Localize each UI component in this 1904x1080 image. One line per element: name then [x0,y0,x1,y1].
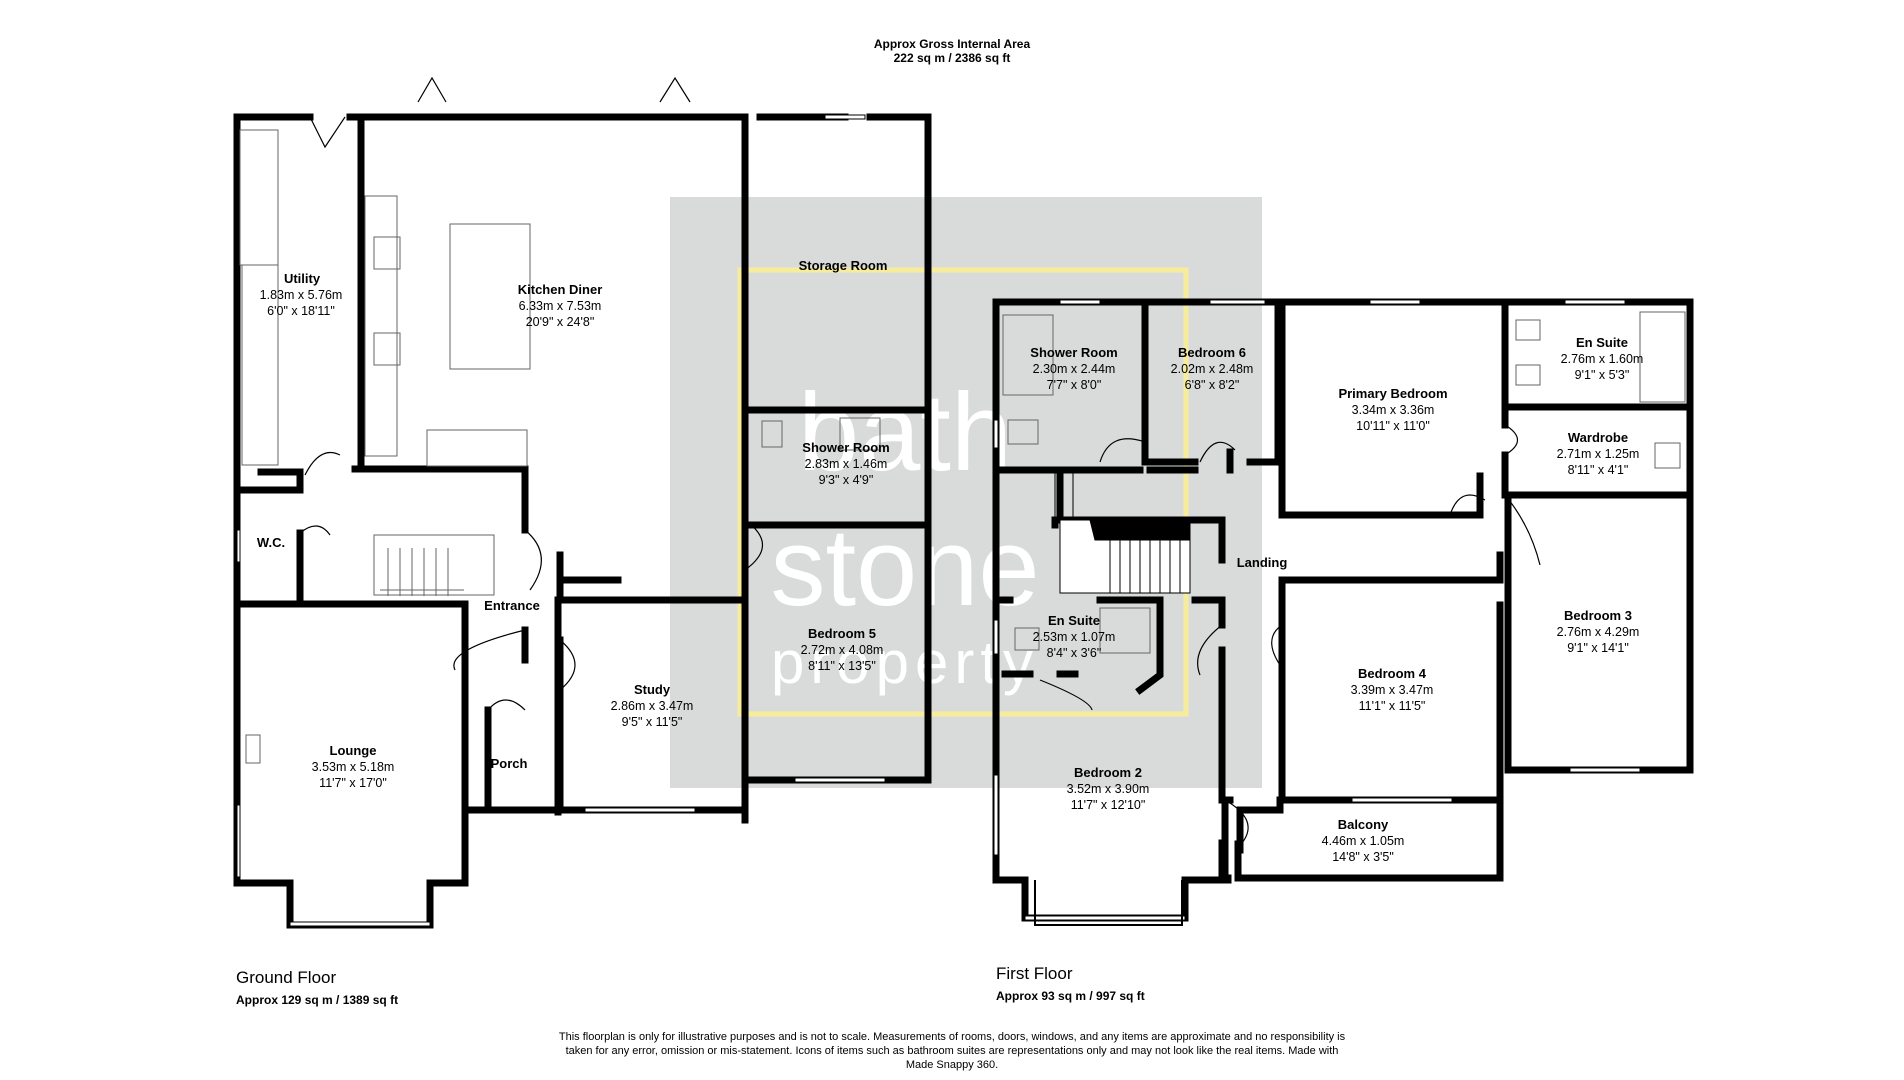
room-utility: Utility 1.83m x 5.76m 6'0" x 18'11" [260,271,343,318]
first-floor-labels: Shower Room 2.30m x 2.44m 7'7" x 8'0" Be… [1030,335,1643,864]
room-bedroom6-dim-imperial: 6'8" x 8'2" [1185,378,1240,392]
room-ensuite2-dim-imperial: 8'4" x 3'6" [1047,646,1102,660]
ground-floor-doors [299,76,763,711]
room-bedroom-4: Bedroom 4 3.39m x 3.47m 11'1" x 11'5" [1351,666,1434,713]
room-shower-first: Shower Room 2.30m x 2.44m 7'7" x 8'0" [1030,345,1117,392]
room-bedroom-5: Bedroom 5 2.72m x 4.08m 8'11" x 13'5" [801,626,884,673]
room-bedroom3-name: Bedroom 3 [1564,608,1632,623]
room-entrance-name: Entrance [484,598,540,613]
room-utility-name: Utility [284,271,321,286]
ground-floor-area: Approx 129 sq m / 1389 sq ft [236,993,399,1007]
bay-windows [1034,880,1183,926]
room-wardrobe-name: Wardrobe [1568,430,1628,445]
watermark-text-1: bath [798,371,1012,494]
room-bedroom2-dim-metric: 3.52m x 3.90m [1067,782,1150,796]
room-bedroom4-name: Bedroom 4 [1358,666,1427,681]
room-study-name: Study [634,682,671,697]
room-lounge-name: Lounge [330,743,377,758]
room-wardrobe: Wardrobe 2.71m x 1.25m 8'11" x 4'1" [1557,430,1640,477]
watermark: bath stone property [670,197,1262,788]
first-floor-doors [1039,424,1541,844]
room-primary-name: Primary Bedroom [1338,386,1447,401]
room-balcony-dim-metric: 4.46m x 1.05m [1322,834,1405,848]
room-shower-ground-dim-metric: 2.83m x 1.46m [805,457,888,471]
room-study-dim-imperial: 9'5" x 11'5" [622,715,683,729]
room-kitchen-name: Kitchen Diner [518,282,603,297]
ground-floor-title: Ground Floor [236,968,337,987]
room-kitchen-dim-imperial: 20'9" x 24'8" [526,315,595,329]
room-ensuite-primary-name: En Suite [1576,335,1628,350]
room-bedroom6-dim-metric: 2.02m x 2.48m [1171,362,1254,376]
first-floor-stairs [1054,469,1191,594]
room-utility-dim-imperial: 6'0" x 18'11" [267,304,335,318]
room-lounge-dim-imperial: 11'7" x 17'0" [319,776,387,790]
room-shower-ground: Shower Room 2.83m x 1.46m 9'3" x 4'9" [802,440,889,487]
room-entrance: Entrance [484,598,540,613]
room-primary-bedroom: Primary Bedroom 3.34m x 3.36m 10'11" x 1… [1338,386,1447,433]
disclaimer: This floorplan is only for illustrative … [558,1031,1346,1071]
room-lounge-dim-metric: 3.53m x 5.18m [312,760,395,774]
room-kitchen-diner: Kitchen Diner 6.33m x 7.53m 20'9" x 24'8… [518,282,603,329]
room-bedroom5-name: Bedroom 5 [808,626,876,641]
room-balcony: Balcony 4.46m x 1.05m 14'8" x 3'5" [1322,817,1405,864]
area-header-title: Approx Gross Internal Area [873,37,1031,51]
room-shower-ground-name: Shower Room [802,440,889,455]
room-bedroom5-dim-imperial: 8'11" x 13'5" [808,659,876,673]
room-bedroom2-dim-imperial: 11'7" x 12'10" [1071,798,1146,812]
room-landing: Landing [1237,555,1288,570]
room-utility-dim-metric: 1.83m x 5.76m [260,288,343,302]
room-en-suite-primary: En Suite 2.76m x 1.60m 9'1" x 5'3" [1561,335,1644,382]
room-wardrobe-dim-imperial: 8'11" x 4'1" [1568,463,1629,477]
room-storage-name: Storage Room [799,258,888,273]
watermark-text-3: property [771,629,1039,696]
room-shower-first-dim-metric: 2.30m x 2.44m [1033,362,1116,376]
room-ensuite-primary-dim-imperial: 9'1" x 5'3" [1575,368,1630,382]
watermark-panel [670,197,1262,788]
room-ensuite2-dim-metric: 2.53m x 1.07m [1033,630,1116,644]
room-balcony-dim-imperial: 14'8" x 3'5" [1332,850,1394,864]
room-en-suite-2: En Suite 2.53m x 1.07m 8'4" x 3'6" [1033,613,1116,660]
room-bedroom-2: Bedroom 2 3.52m x 3.90m 11'7" x 12'10" [1067,765,1150,812]
room-porch-name: Porch [491,756,528,771]
room-shower-first-name: Shower Room [1030,345,1117,360]
room-bedroom2-name: Bedroom 2 [1074,765,1142,780]
room-shower-ground-dim-imperial: 9'3" x 4'9" [819,473,874,487]
room-porch: Porch [491,756,528,771]
room-primary-dim-metric: 3.34m x 3.36m [1352,403,1435,417]
room-ensuite-primary-dim-metric: 2.76m x 1.60m [1561,352,1644,366]
ground-floor-labels: Utility 1.83m x 5.76m 6'0" x 18'11" Kitc… [257,258,890,790]
first-floor-windows [993,299,1641,921]
ground-floor-windows [236,114,886,927]
room-bedroom5-dim-metric: 2.72m x 4.08m [801,643,884,657]
room-balcony-name: Balcony [1338,817,1389,832]
first-floor-fixtures [1002,311,1686,654]
first-floor-area: Approx 93 sq m / 997 sq ft [996,989,1145,1003]
area-header-total: 222 sq m / 2386 sq ft [893,51,1011,65]
room-bedroom-6: Bedroom 6 2.02m x 2.48m 6'8" x 8'2" [1171,345,1254,392]
room-bedroom6-name: Bedroom 6 [1178,345,1246,360]
room-bedroom4-dim-imperial: 11'1" x 11'5" [1359,699,1426,713]
area-header: Approx Gross Internal Area 222 sq m / 23… [0,37,1904,65]
room-bedroom-3: Bedroom 3 2.76m x 4.29m 9'1" x 14'1" [1557,608,1640,655]
room-kitchen-dim-metric: 6.33m x 7.53m [519,299,602,313]
room-ensuite2-name: En Suite [1048,613,1100,628]
room-wc-name: W.C. [257,535,285,550]
room-landing-name: Landing [1237,555,1288,570]
room-study: Study 2.86m x 3.47m 9'5" x 11'5" [611,682,694,729]
room-bedroom3-dim-imperial: 9'1" x 14'1" [1567,641,1629,655]
room-lounge: Lounge 3.53m x 5.18m 11'7" x 17'0" [312,743,395,790]
watermark-frame [737,267,1189,717]
ground-floor-fixtures [239,129,881,764]
room-bedroom3-dim-metric: 2.76m x 4.29m [1557,625,1640,639]
room-shower-first-dim-imperial: 7'7" x 8'0" [1047,378,1102,392]
first-floor-title: First Floor [996,964,1073,983]
room-wc: W.C. [257,535,285,550]
room-wardrobe-dim-metric: 2.71m x 1.25m [1557,447,1640,461]
room-bedroom4-dim-metric: 3.39m x 3.47m [1351,683,1434,697]
room-storage: Storage Room [799,258,888,273]
room-study-dim-metric: 2.86m x 3.47m [611,699,694,713]
room-primary-dim-imperial: 10'11" x 11'0" [1356,419,1430,433]
